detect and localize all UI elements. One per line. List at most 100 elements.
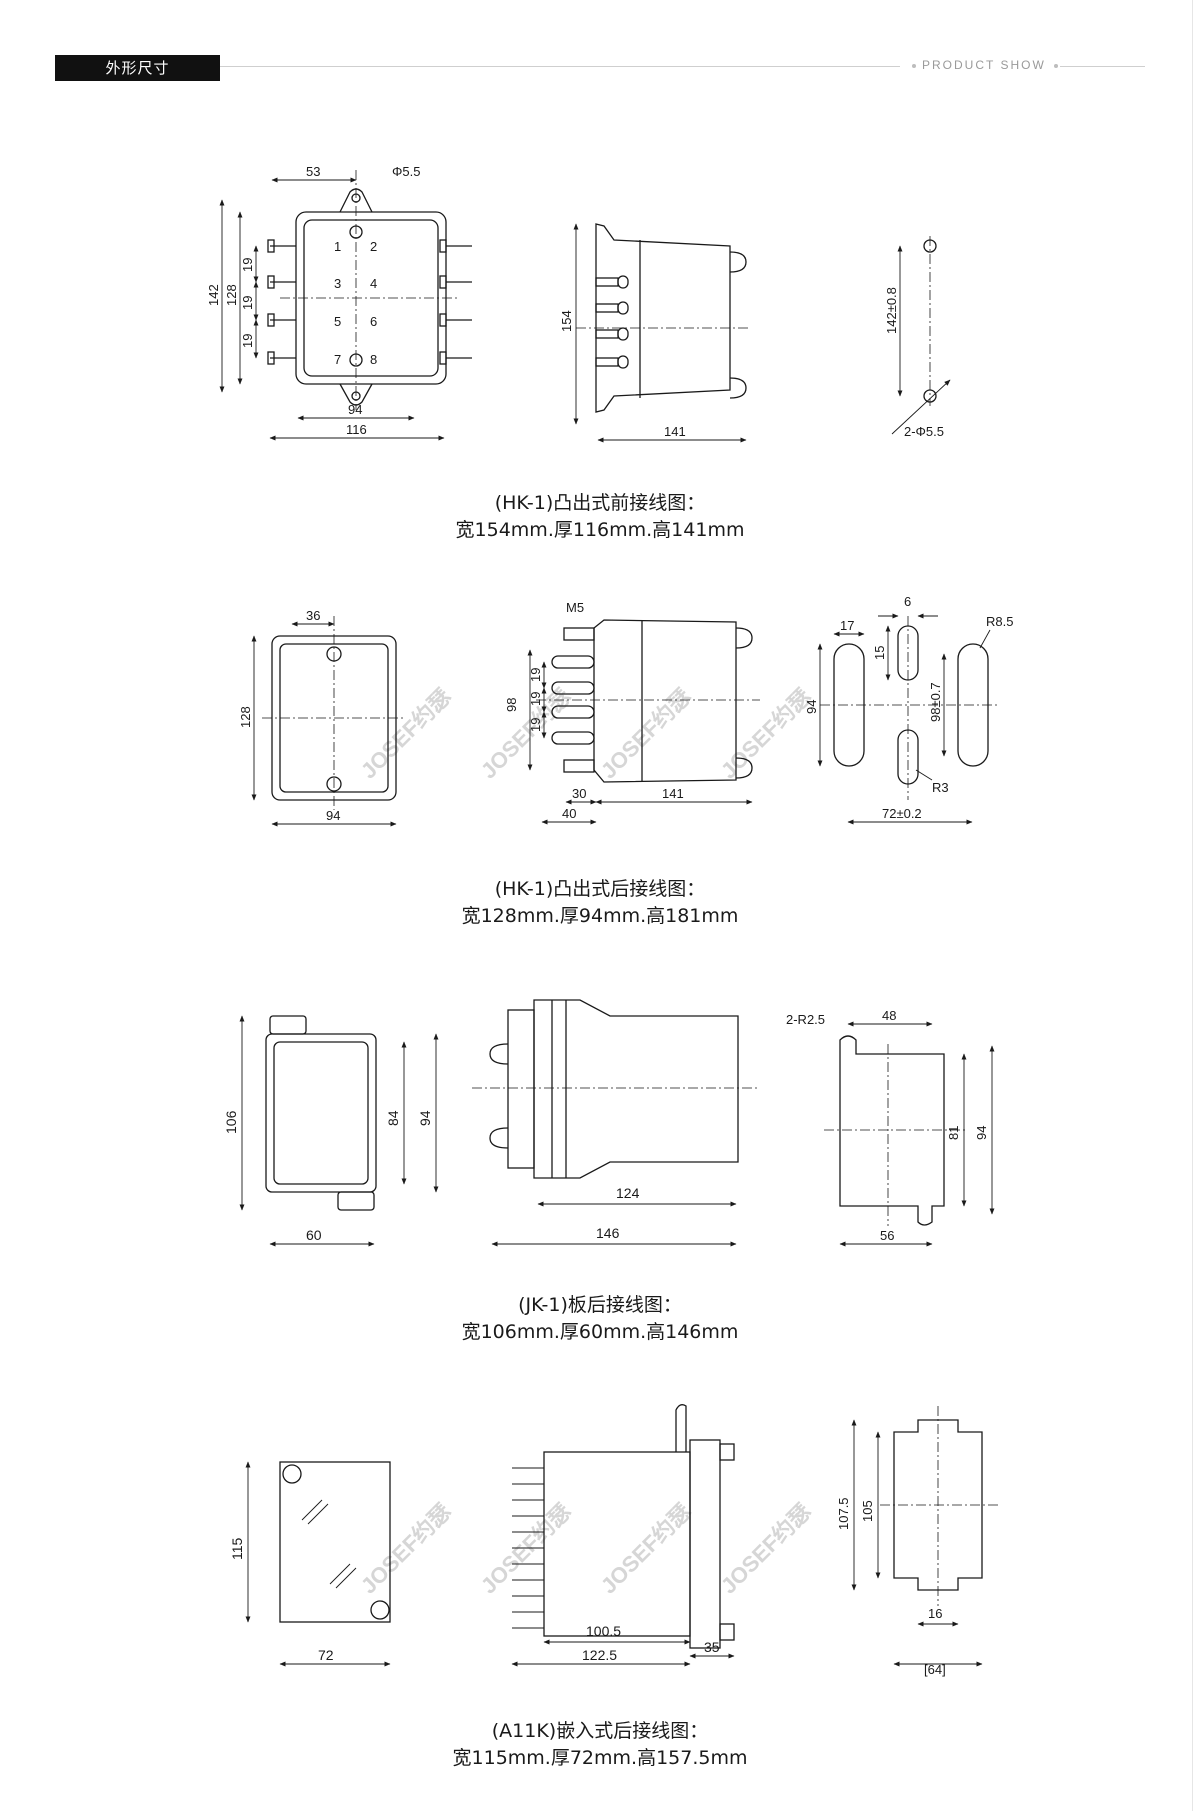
- dim-a11k-cut-h2: 105: [860, 1500, 875, 1522]
- a11k-front-view: 115 72: [229, 1461, 391, 1667]
- dim-side-height: 154: [559, 310, 574, 332]
- dim-a11k-cut-h1: 107.5: [836, 1497, 851, 1530]
- dim-a11k-total-depth: 122.5: [582, 1647, 617, 1663]
- watermark-3: JOSEF约瑟: [596, 684, 696, 784]
- dim-jk-radius: 2-R2.5: [786, 1012, 825, 1027]
- caption-a11k-dims: 宽115mm.厚72mm.高157.5mm: [452, 1747, 748, 1769]
- terminal-2: 2: [370, 239, 377, 254]
- dim-rear-height: 128: [238, 706, 253, 728]
- terminal-8: 8: [370, 352, 377, 367]
- dim-jk-cut-h2: 94: [974, 1126, 989, 1140]
- dim-a11k-body-depth: 100.5: [586, 1623, 621, 1639]
- dim-slot-h: 15: [872, 646, 887, 660]
- terminal-4: 4: [370, 276, 377, 291]
- dim-mount-distance: 142±0.8: [884, 287, 899, 334]
- caption-a11k-title: (A11K)嵌入式后接线图：: [491, 1720, 709, 1742]
- dim-a11k-notch: 16: [928, 1606, 942, 1621]
- header-right-label: PRODUCT SHOW: [922, 58, 1046, 72]
- hk1-side-view: 154 141: [559, 223, 750, 443]
- dim-slot-s: 6: [904, 594, 911, 609]
- watermark-6: JOSEF约瑟: [476, 1499, 576, 1599]
- dim-jk-cut-h: 81: [946, 1126, 961, 1140]
- dim-a11k-height: 115: [229, 1537, 245, 1560]
- dim-thread: M5: [566, 600, 584, 615]
- dim-height-outer: 142: [206, 284, 221, 306]
- rear-studs: [551, 627, 595, 773]
- a11k-side-view: 100.5 35 122.5: [511, 1404, 735, 1667]
- dim-bottom-outer: 116: [346, 422, 367, 437]
- caption-jk1: (JK-1)板后接线图： 宽106mm.厚60mm.高146mm: [0, 1292, 1200, 1346]
- header-rule: [220, 66, 900, 67]
- dim-pitch-a: 19: [240, 258, 255, 272]
- hk1-rear-cutout-view: 17 6 15 94 R8.5 98±0.7 R3 72±0.2: [804, 594, 1013, 825]
- terminal-7: 7: [334, 352, 341, 367]
- header-dot-right: [1054, 64, 1058, 68]
- header-rule-right: [1060, 66, 1145, 67]
- dim-rear-top: 36: [306, 608, 320, 623]
- jk1-cutout-view: 2-R2.5 48 81 94 56: [786, 1008, 995, 1247]
- dim-pitch-c: 19: [240, 334, 255, 348]
- dim-a11k-front: 35: [704, 1639, 720, 1655]
- caption-hk1-rear: (HK-1)凸出式后接线图： 宽128mm.厚94mm.高181mm: [0, 876, 1200, 930]
- watermark-4: JOSEF约瑟: [716, 684, 816, 784]
- caption-hk1-front: (HK-1)凸出式前接线图： 宽154mm.厚116mm.高141mm: [0, 490, 1200, 544]
- dim-jk-height-total: 106: [223, 1110, 239, 1134]
- caption-a11k: (A11K)嵌入式后接线图： 宽115mm.厚72mm.高157.5mm: [0, 1718, 1200, 1772]
- dim-a11k-cut-w: [64]: [924, 1662, 946, 1677]
- dim-radius-big: R8.5: [986, 614, 1013, 629]
- jk1-side-view: 124 146: [472, 999, 760, 1247]
- watermarks: JOSEF约瑟 JOSEF约瑟 JOSEF约瑟 JOSEF约瑟 JOSEF约瑟 …: [356, 684, 816, 1599]
- caption-hk1-front-title: (HK-1)凸出式前接线图：: [494, 492, 706, 514]
- terminal-5: 5: [334, 314, 341, 329]
- dim-height-inner: 128: [224, 284, 239, 306]
- jk1-front-view: 106 84 94 60: [223, 1015, 439, 1247]
- dim-rear-pitch-b: 19: [528, 692, 543, 706]
- dim-top-width: 53: [306, 164, 320, 179]
- dim-radius-small: R3: [932, 780, 949, 795]
- watermark-1: JOSEF约瑟: [356, 684, 456, 784]
- dim-bottom-inner: 94: [348, 402, 362, 417]
- dim-rear-pitch-c: 19: [528, 718, 543, 732]
- header-dot-left: [912, 64, 916, 68]
- dim-jk-bottom: 56: [880, 1228, 894, 1243]
- dim-jk-depth-total: 146: [596, 1225, 620, 1241]
- dim-slot-len: 94: [804, 700, 819, 714]
- dim-spacing: 72±0.2: [882, 806, 922, 821]
- watermark-7: JOSEF约瑟: [596, 1499, 696, 1599]
- dim-d40: 40: [562, 806, 576, 821]
- dim-d30: 30: [572, 786, 586, 801]
- hk1-mount-view: 142±0.8 2-Φ5.5: [884, 236, 951, 439]
- dim-jk-width: 60: [306, 1227, 322, 1243]
- dim-mount-dist: 98±0.7: [928, 682, 943, 722]
- dim-rear-width: 94: [326, 808, 340, 823]
- watermark-5: JOSEF约瑟: [356, 1499, 456, 1599]
- terminal-1: 1: [334, 239, 341, 254]
- caption-jk1-dims: 宽106mm.厚60mm.高146mm: [461, 1321, 739, 1343]
- section-title-tab: 外形尺寸: [55, 55, 220, 81]
- terminal-3: 3: [334, 276, 341, 291]
- hk1-rear-side-view: M5 98 19 19 19 30 141 40: [504, 600, 760, 825]
- dim-mount-holes: 2-Φ5.5: [904, 424, 944, 439]
- dim-pitch-b: 19: [240, 296, 255, 310]
- a11k-leads: [512, 1467, 544, 1629]
- side-terminals: [595, 275, 629, 369]
- watermark-8: JOSEF约瑟: [716, 1499, 816, 1599]
- a11k-cutout-view: 107.5 105 16 [64]: [836, 1406, 1000, 1677]
- hk1-front-view: 1 2 3 4 5 6 7 8 53 Φ5.5 142 128 19 19 19…: [206, 164, 472, 441]
- dim-slot-w: 17: [840, 618, 854, 633]
- caption-hk1-front-dims: 宽154mm.厚116mm.高141mm: [455, 519, 745, 541]
- dim-jk-height-inner: 84: [385, 1110, 401, 1126]
- dim-hole: Φ5.5: [392, 164, 420, 179]
- dim-jk-top: 48: [882, 1008, 896, 1023]
- terminal-6: 6: [370, 314, 377, 329]
- dim-rear-pitch-a: 19: [528, 668, 543, 682]
- page-right-rule: [1192, 0, 1193, 1811]
- dim-a11k-width: 72: [318, 1647, 334, 1663]
- terminal-pins: [267, 239, 472, 365]
- caption-hk1-rear-dims: 宽128mm.厚94mm.高181mm: [461, 905, 739, 927]
- watermark-2: JOSEF约瑟: [476, 684, 576, 784]
- hk1-rear-front-view: 36 128 94: [238, 608, 406, 827]
- caption-hk1-rear-title: (HK-1)凸出式后接线图：: [494, 878, 706, 900]
- caption-jk1-title: (JK-1)板后接线图：: [518, 1294, 682, 1316]
